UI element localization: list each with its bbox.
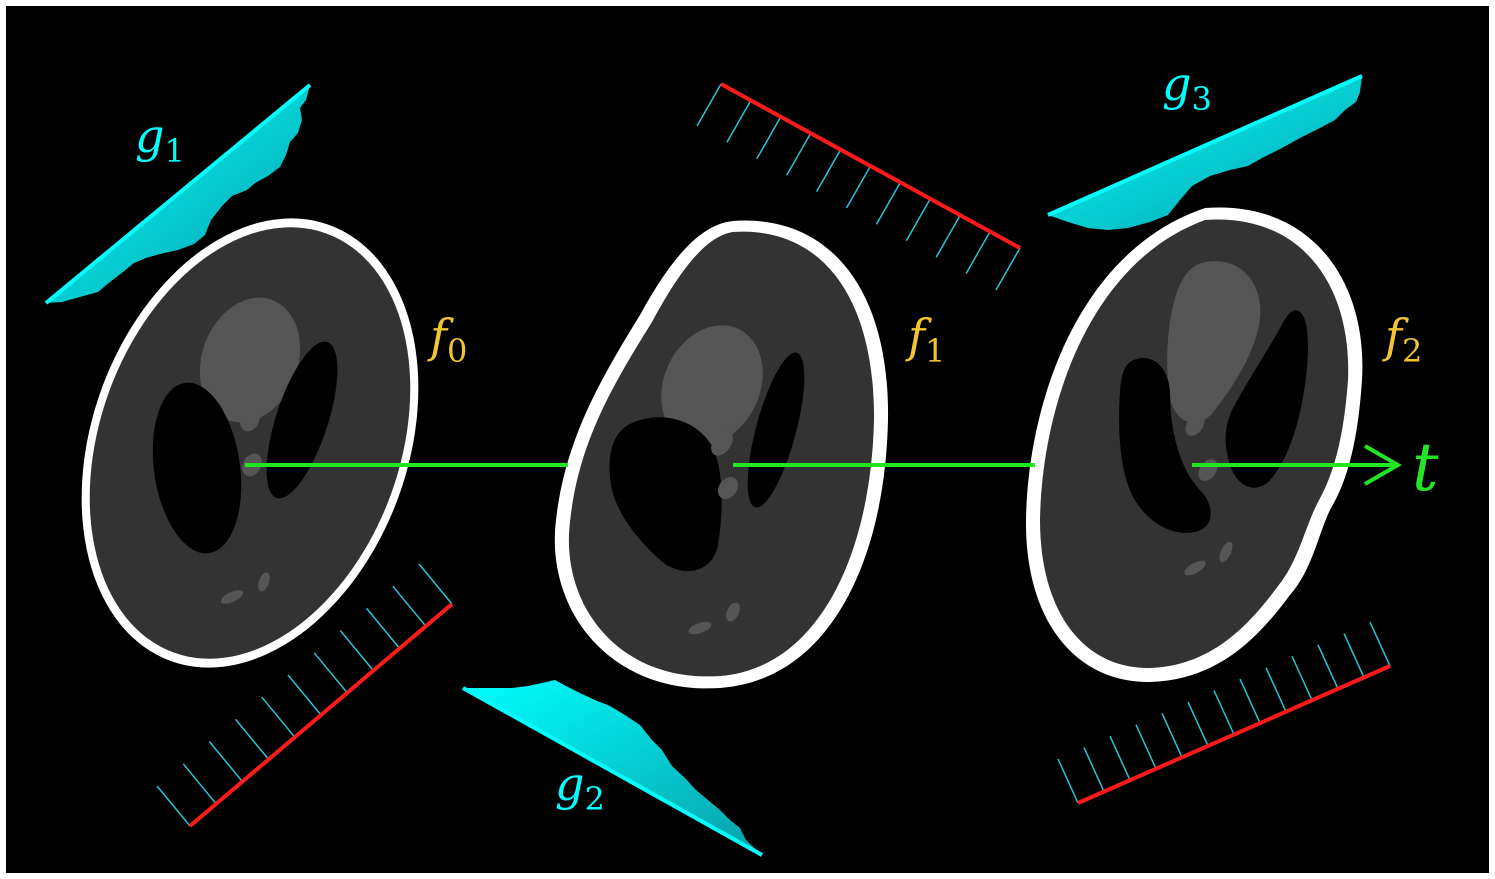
phantom-f1-dot-d — [726, 602, 740, 622]
detector-2-ray-tick — [845, 165, 872, 209]
detector-2-ray-tick — [726, 100, 752, 143]
detector-1-ray-tick — [261, 696, 296, 738]
detector-2-ray-tick — [815, 149, 842, 192]
phantom-f0-dot-a — [240, 408, 260, 432]
phantom-f2-dark-left — [1119, 357, 1211, 533]
projection-g3 — [1047, 74, 1363, 230]
detector-1-ray-tick — [287, 674, 322, 716]
phantom-f2 — [1025, 207, 1363, 683]
projection-g2-baseline — [462, 686, 763, 857]
phantom-f1-dark-right — [747, 352, 805, 508]
detector-2-ray-tick — [905, 198, 931, 242]
detector-1-ray-tick — [156, 785, 191, 827]
phantom-f0-dot-c — [220, 590, 244, 604]
detectors — [156, 82, 1391, 828]
detector-1-ray-tick — [182, 763, 217, 805]
detector-3-ray-tick — [1213, 690, 1235, 735]
projection-g3-profile — [1048, 76, 1362, 230]
detector-1 — [156, 563, 454, 828]
projection-g1 — [44, 83, 312, 305]
detector-3-ray-tick — [1369, 621, 1391, 667]
detector-3-bar — [1077, 664, 1391, 805]
phantom-f2-dot-d — [1219, 541, 1233, 563]
detector-3-ray-tick — [1161, 713, 1183, 758]
phantom-f1-dot-a — [711, 430, 733, 456]
arrowhead-icon — [1364, 444, 1403, 486]
phantom-f2-dark-right — [1225, 310, 1308, 488]
detector-3-ray-tick — [1187, 701, 1209, 747]
phantom-f2-dot-c — [1184, 560, 1206, 576]
label-g1: g1 — [135, 109, 185, 170]
projection-g3-baseline — [1047, 74, 1363, 217]
detector-2-ray-tick — [786, 132, 812, 176]
detector-3-ray-tick — [1291, 655, 1313, 701]
phantom-f0-dark-left — [152, 382, 242, 554]
phantom-f0-dark-right — [266, 341, 338, 499]
detector-2-ray-tick — [696, 83, 722, 127]
phantom-f1-light-blob — [661, 325, 763, 445]
phantom-f1-dark-left — [609, 417, 722, 572]
detector-1-ray-tick — [366, 607, 401, 649]
detector-1-ray-tick — [339, 630, 374, 672]
phantom-f0 — [81, 218, 419, 668]
detector-2-ray-tick — [875, 182, 902, 225]
detector-1-ray-tick — [235, 718, 270, 760]
time-axis — [245, 444, 1403, 486]
detector-2-ray-tick — [995, 247, 1021, 291]
projection-g1-baseline — [44, 83, 312, 305]
detector-3-ray-tick — [1083, 747, 1105, 792]
phantom-f2-light-blob — [1167, 261, 1261, 423]
projection-g2 — [462, 680, 763, 857]
label-time-axis: t — [1412, 429, 1439, 506]
phantom-f0-light-blob — [199, 297, 301, 423]
phantom-f1-dot-c — [688, 621, 712, 635]
phantom-f2-body — [1040, 219, 1349, 669]
detector-3-ray-tick — [1317, 644, 1339, 690]
detector-1-ray-tick — [313, 652, 348, 694]
phantom-f1-dot-b — [717, 476, 739, 500]
detector-3-ray-tick — [1265, 667, 1287, 712]
detector-3-ray-tick — [1135, 724, 1157, 770]
detector-2-bar — [720, 82, 1021, 250]
label-g3: g3 — [1162, 57, 1212, 118]
detector-2-ray-tick — [756, 116, 782, 160]
detector-1-bar — [188, 602, 454, 828]
detector-1-ray-tick — [418, 563, 453, 605]
detector-3 — [1057, 621, 1391, 805]
detector-2 — [696, 82, 1021, 291]
detector-3-ray-tick — [1239, 678, 1261, 724]
phantom-f0-dot-d — [258, 572, 270, 592]
detector-2-ray-tick — [935, 214, 961, 258]
detector-3-ray-tick — [1109, 735, 1131, 781]
detector-1-ray-tick — [392, 585, 427, 627]
detector-2-ray-tick — [965, 231, 991, 274]
detector-3-ray-tick — [1057, 758, 1079, 804]
phantom-f1 — [554, 220, 889, 689]
label-g2: g2 — [555, 757, 605, 818]
detector-3-ray-tick — [1343, 633, 1365, 678]
detector-1-ray-tick — [208, 741, 243, 783]
phantom-f0-body — [89, 227, 411, 659]
phantom-f2-dot-a — [1185, 414, 1205, 436]
